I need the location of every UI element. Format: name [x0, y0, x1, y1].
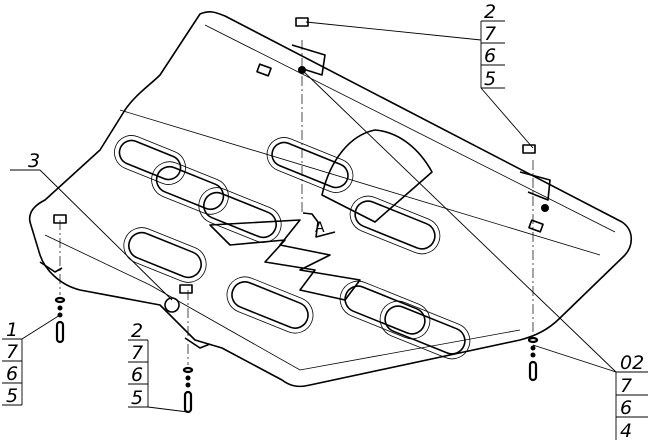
callout-label: 5	[6, 385, 18, 407]
callout-label: 5	[484, 68, 496, 90]
callout-label: 6	[620, 397, 632, 419]
plate-hump	[321, 129, 433, 223]
callout-label: 3	[28, 150, 40, 172]
plate-outline	[28, 11, 633, 388]
plate-bend-line	[119, 109, 601, 256]
callout-label: 1	[6, 319, 18, 341]
callout-top-right	[480, 20, 505, 89]
fasteners	[54, 296, 539, 414]
leader-lines	[10, 21, 617, 413]
center-lines	[59, 40, 534, 365]
plate-front-edge	[44, 234, 521, 371]
callout-label: 6	[131, 364, 143, 386]
brackets: A	[39, 17, 551, 349]
callout-label: 6	[6, 363, 18, 385]
callout-label: 7	[620, 375, 632, 397]
callout-label: 02	[620, 352, 644, 374]
slots	[114, 135, 471, 360]
callout-label: 5	[131, 387, 143, 409]
callout-label: 6	[484, 45, 496, 67]
callout-label: 7	[484, 23, 496, 45]
callout-left-bolt	[2, 338, 23, 406]
callout-label: 7	[6, 341, 18, 363]
callout-label: 4	[620, 420, 632, 442]
callout-right-bolt	[615, 371, 648, 440]
view-mark: A	[315, 220, 325, 236]
plate-rear-flange	[204, 24, 616, 233]
callout-label: 7	[131, 342, 143, 364]
callout-label: 2	[484, 1, 496, 23]
callout-label: 2	[131, 320, 143, 342]
callout-bottom-bolt	[128, 339, 149, 408]
